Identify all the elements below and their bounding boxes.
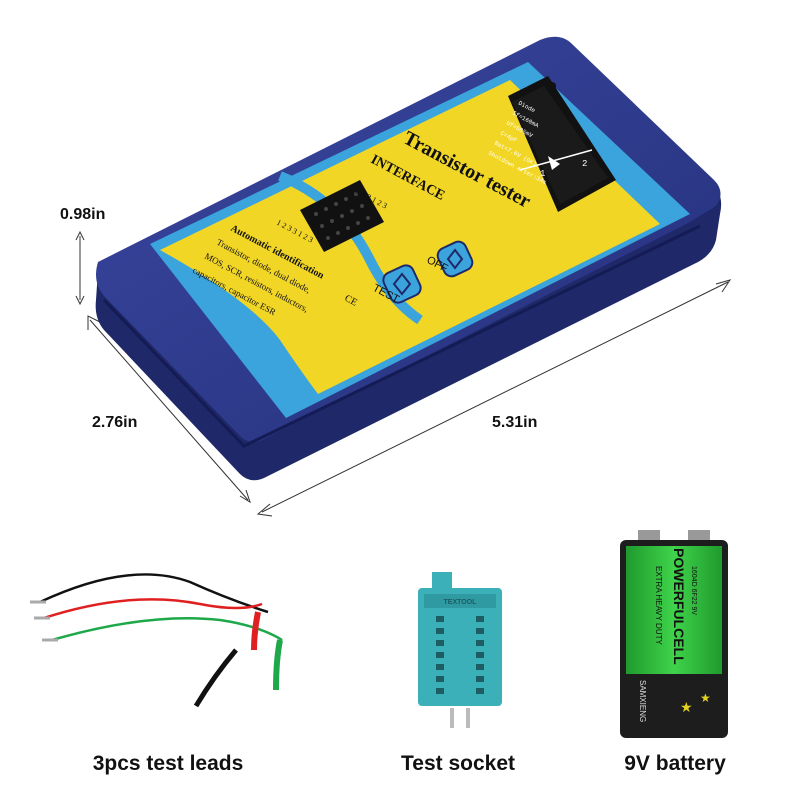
socket-label-plate	[424, 594, 496, 608]
caption-test-leads: 3pcs test leads	[92, 752, 244, 775]
device-cert-marks: CE	[343, 293, 359, 309]
test-socket: TEXTOOL	[418, 572, 502, 728]
socket-slots	[436, 616, 484, 694]
dimension-length: 5.31in	[492, 414, 538, 431]
lead-clip-red	[251, 611, 261, 651]
battery: POWERFULCELL EXTRA HEAVY DUTY 1604D 6F22…	[620, 530, 728, 738]
off-button	[436, 240, 474, 278]
test-button-icon	[392, 272, 412, 296]
width-arrow-bottom	[239, 489, 251, 504]
screen-pin-right: 2	[582, 159, 587, 169]
length-arrow-left	[256, 503, 273, 517]
height-arrow-bottom	[75, 295, 85, 306]
socket-pin	[466, 708, 470, 728]
battery-maker: SAMXIENG	[638, 680, 647, 722]
length-dimension-line	[261, 281, 729, 513]
socket-pin	[450, 708, 454, 728]
device-led	[548, 82, 556, 90]
battery-star-icon: ★	[700, 691, 711, 705]
dimension-lines	[75, 230, 732, 517]
lead-wire-green	[51, 616, 283, 642]
battery-subtitle: EXTRA HEAVY DUTY	[654, 566, 663, 646]
battery-model: 1604D 6F22 9V	[690, 566, 697, 615]
lead-wire-black	[39, 573, 269, 614]
battery-label	[626, 546, 722, 674]
device-seam	[102, 224, 701, 448]
screen-diode-symbol	[548, 156, 560, 170]
battery-brand: POWERFULCELL	[671, 548, 687, 665]
battery-star-icon: ★	[680, 699, 693, 715]
off-button-icon	[446, 248, 464, 270]
lead-wire-red	[43, 598, 263, 620]
screen-pin-left: 1	[540, 169, 545, 179]
dimension-width: 2.76in	[92, 414, 138, 431]
length-arrow-right	[715, 279, 732, 293]
lead-clip-green	[273, 639, 283, 691]
caption-battery: 9V battery	[624, 752, 726, 775]
caption-test-socket: Test socket	[401, 752, 515, 775]
width-dimension-line	[89, 319, 249, 501]
height-arrow-top	[75, 230, 85, 241]
socket-brand: TEXTOOL	[444, 599, 478, 606]
tester-device	[95, 36, 722, 481]
lead-clip-black	[193, 648, 238, 708]
test-leads	[30, 573, 283, 708]
device-screen-inner	[512, 86, 608, 204]
screen-diode-line	[519, 149, 593, 171]
zif-socket-holes	[314, 192, 370, 240]
test-button	[382, 264, 422, 304]
dimension-height: 0.98in	[60, 206, 106, 223]
width-arrow-top	[87, 315, 101, 330]
